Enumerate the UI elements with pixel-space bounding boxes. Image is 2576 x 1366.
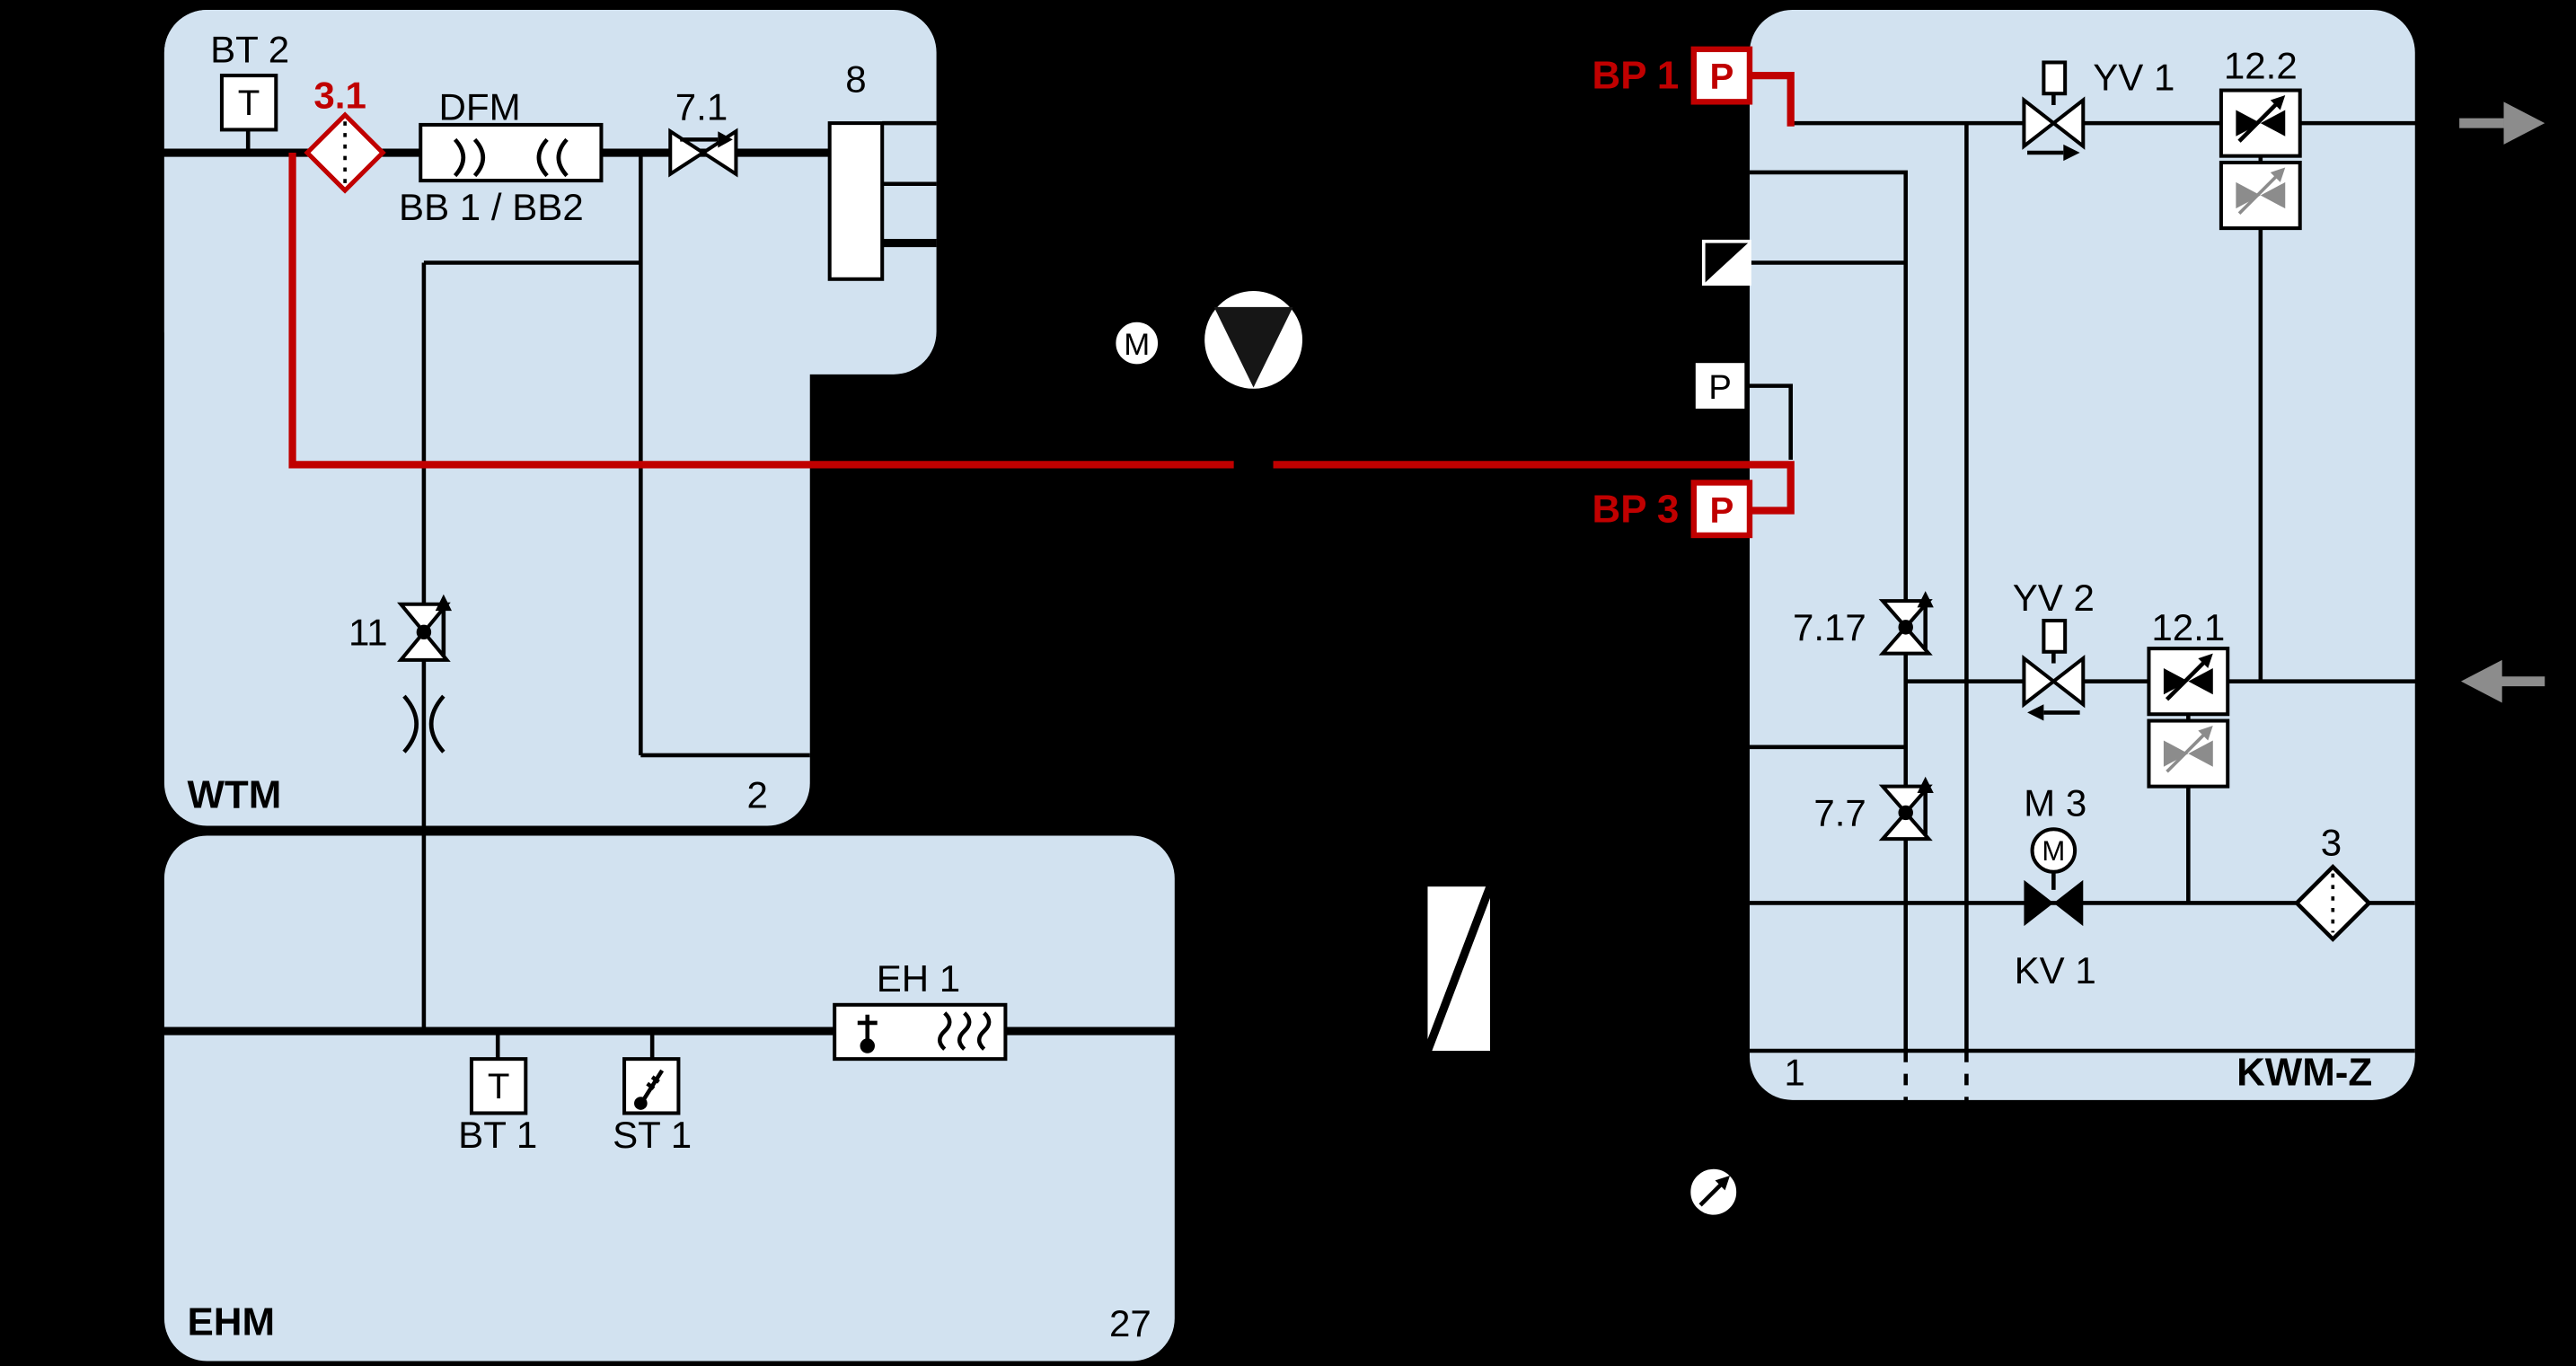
- eh1-label: EH 1: [877, 957, 961, 1000]
- bt2-label: BT 2: [210, 28, 289, 70]
- ehm-port-label: 27: [1109, 1302, 1151, 1344]
- valve-7-17-label: 7.17: [1793, 606, 1866, 648]
- st1-thermostat-icon: ST 1: [613, 1057, 692, 1156]
- valve-7-7-label: 7.7: [1813, 792, 1866, 834]
- level-sensor-icon: [1701, 239, 1751, 286]
- pump-motor-letter: M: [1124, 328, 1150, 362]
- flow-unit-12-1-icon: 12.1: [2147, 606, 2230, 789]
- eh1-electric-heater-icon: EH 1: [833, 957, 1008, 1062]
- filter-3-1-label: 3.1: [313, 75, 366, 117]
- bp1-letter: P: [1709, 57, 1734, 97]
- bt2-letter: T: [238, 83, 260, 123]
- bt1-temperature-sensor: T BT 1: [458, 1057, 537, 1156]
- bp1-pressure-sensor: P BP 1: [1592, 46, 1753, 105]
- flexible-coupling-icon: [402, 694, 446, 754]
- module-wtm-background: [163, 9, 937, 826]
- safety-valve-11-icon: 11: [348, 594, 452, 662]
- filter-3-icon: 3: [2293, 821, 2372, 942]
- wtm-title: WTM: [188, 772, 282, 816]
- flow-unit-12-2-icon: 12.2: [2219, 45, 2302, 231]
- flow-out-arrow-icon: [2459, 101, 2545, 145]
- motor-valve-kv1-icon: M 3 M KV 1: [2015, 782, 2096, 991]
- pump-icon: M: [1111, 286, 1307, 393]
- heat-exchanger-plate-icon: [1424, 885, 1495, 1053]
- check-valve-7-1-label: 7.1: [675, 85, 728, 128]
- bp1-label: BP 1: [1592, 54, 1680, 98]
- flow-in-arrow-icon: [2460, 659, 2545, 703]
- check-valve-7-1-icon: 7.1: [668, 85, 738, 178]
- bp3-label: BP 3: [1592, 487, 1680, 531]
- bp3-pressure-sensor: P BP 3: [1592, 480, 1753, 539]
- filter-3-1-icon: 3.1: [304, 75, 386, 194]
- bt2-temperature-sensor: T BT 2: [210, 28, 289, 132]
- bp3-measure-line: [288, 153, 1795, 515]
- dfm-label: DFM: [439, 85, 521, 128]
- bp3-letter: P: [1709, 489, 1734, 530]
- bp1-measure-line: [1751, 71, 1795, 127]
- m3-label: M 3: [2024, 782, 2086, 824]
- wtm-port-label: 2: [747, 773, 768, 815]
- st1-label: ST 1: [613, 1114, 692, 1156]
- solenoid-valve-yv2-icon: YV 2: [2013, 577, 2095, 721]
- yv2-label: YV 2: [2013, 577, 2095, 619]
- kv1-label: KV 1: [2015, 949, 2096, 991]
- solenoid-valve-yv1-icon: YV 1: [2022, 57, 2175, 162]
- ehm-title: EHM: [188, 1300, 276, 1344]
- air-separator-8-icon: 8: [827, 57, 885, 281]
- kwmz-title: KWM-Z: [2236, 1050, 2372, 1094]
- dfm-sublabel: BB 1 / BB2: [399, 186, 584, 228]
- unit-12-2-label: 12.2: [2224, 45, 2298, 87]
- dfm-flow-meter: DFM BB 1 / BB2: [399, 85, 604, 228]
- bt1-label: BT 1: [458, 1114, 537, 1156]
- safety-valve-7-17-icon: 7.17: [1793, 591, 1934, 656]
- unit-12-1-label: 12.1: [2151, 606, 2225, 648]
- filter-3-label: 3: [2321, 821, 2342, 863]
- separator-8-label: 8: [845, 57, 866, 100]
- bt1-letter: T: [488, 1066, 510, 1106]
- safety-valve-7-7-icon: 7.7: [1813, 776, 1934, 842]
- m3-motor-letter: M: [2042, 835, 2065, 867]
- pressure-sensor-p: P: [1691, 359, 1749, 413]
- gauge-icon: [1687, 1165, 1741, 1219]
- yv1-label: YV 1: [2093, 57, 2175, 99]
- pressure-sensor-letter: P: [1708, 368, 1732, 407]
- valve-11-label: 11: [348, 611, 388, 653]
- kwmz-port-label: 1: [1784, 1051, 1804, 1093]
